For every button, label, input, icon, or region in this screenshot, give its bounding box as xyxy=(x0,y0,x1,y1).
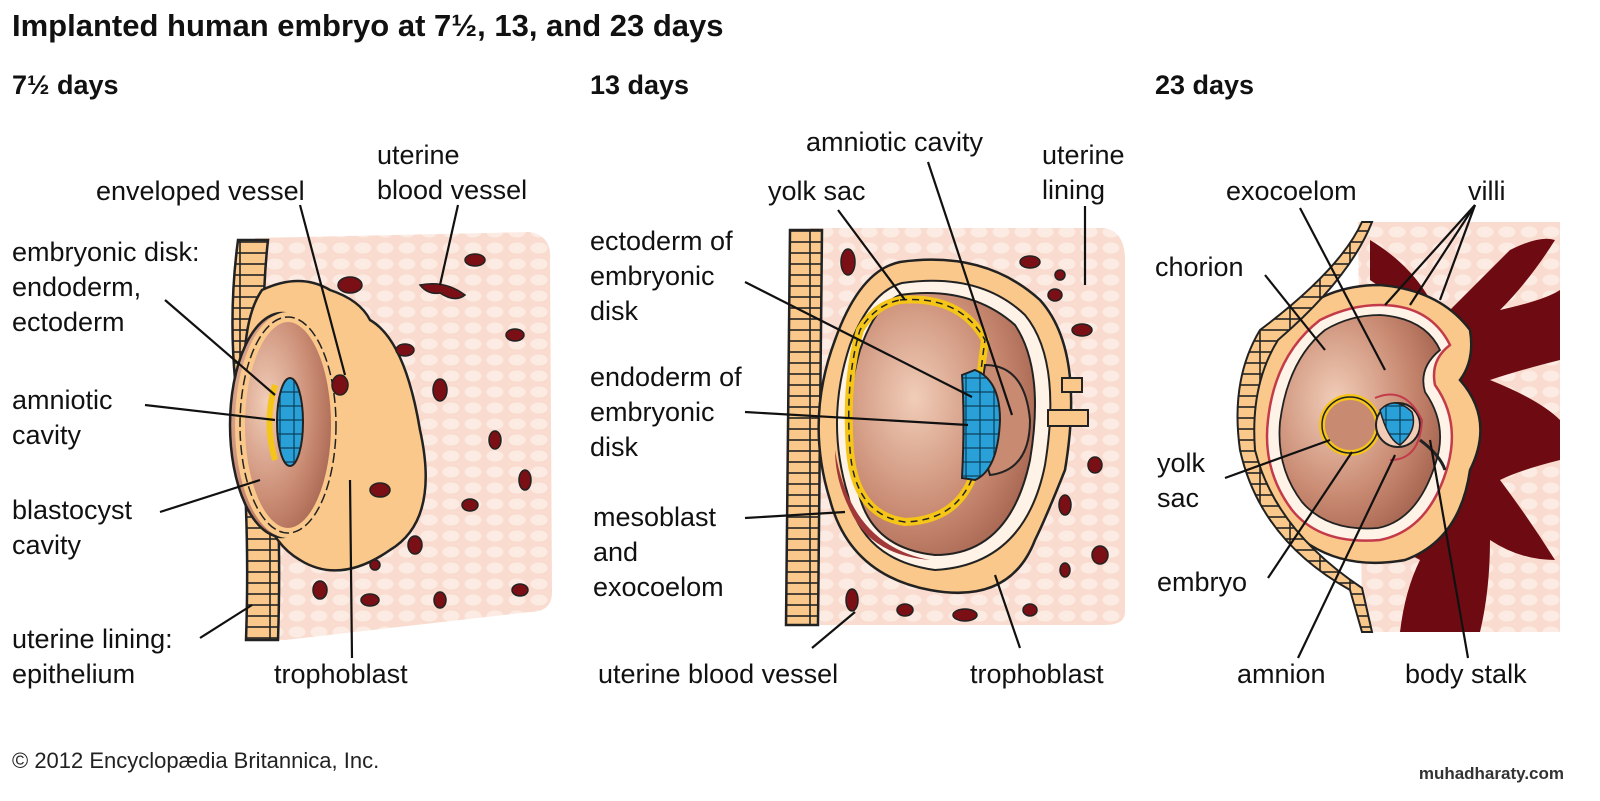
label-villi: villi xyxy=(1468,176,1506,206)
label-trophoblast: trophoblast xyxy=(274,659,408,689)
label-ectoderm-of-embryonic-disk: ectoderm of embryonic disk xyxy=(590,226,733,326)
label-uterine-lining-epithelium: uterine lining: epithelium xyxy=(12,624,173,689)
panel-heading-23-days: 23 days xyxy=(1155,70,1255,100)
panel-3-art xyxy=(1224,204,1560,659)
label-enveloped-vessel: enveloped vessel xyxy=(96,176,305,206)
uterine-blood-vessels xyxy=(840,248,1109,622)
label-yolk-sac: yolk sac xyxy=(1157,448,1206,513)
label-embryonic-disk: embryonic disk: endoderm, ectoderm xyxy=(12,237,200,337)
label-uterine-blood-vessel: uterine blood vessel xyxy=(598,659,839,689)
uterine-epithelium xyxy=(1236,221,1374,633)
panel-2-art xyxy=(744,161,1125,649)
label-embryo: embryo xyxy=(1157,567,1248,597)
uterine-blood-vessels xyxy=(312,253,532,609)
label-chorion: chorion xyxy=(1155,252,1244,282)
label-uterine-blood-vessel: uterine blood vessel xyxy=(377,140,528,205)
copyright-notice: © 2012 Encyclopædia Britannica, Inc. xyxy=(12,748,380,773)
label-body-stalk: body stalk xyxy=(1405,659,1527,689)
label-exocoelom: exocoelom xyxy=(1226,176,1357,206)
label-blastocyst-cavity: blastocyst cavity xyxy=(12,495,133,560)
diagram-title: Implanted human embryo at 7½, 13, and 23… xyxy=(12,8,724,43)
label-endoderm-of-embryonic-disk: endoderm of embryonic disk xyxy=(590,362,742,462)
panel-1-leaders xyxy=(144,204,460,659)
label-amniotic-cavity: amniotic cavity xyxy=(806,127,984,157)
label-uterine-lining: uterine lining xyxy=(1042,140,1125,205)
label-mesoblast-and-exocoelom: mesoblast and exocoelom xyxy=(593,502,724,602)
label-amnion: amnion xyxy=(1237,659,1326,689)
panel-heading-13-days: 13 days xyxy=(590,70,690,100)
body-stalk xyxy=(1419,438,1447,471)
panel-1-art xyxy=(144,204,552,659)
panel-3-leaders xyxy=(1224,204,1477,659)
embryonic-disk xyxy=(276,377,304,467)
label-trophoblast: trophoblast xyxy=(970,659,1104,689)
label-amniotic-cavity: amniotic cavity xyxy=(12,385,113,450)
panel-2-leaders xyxy=(744,161,1087,649)
label-yolk-sac: yolk sac xyxy=(768,176,866,206)
embryo xyxy=(1379,402,1415,446)
panel-heading-7-5-days: 7½ days xyxy=(12,70,119,100)
watermark: muhadharaty.com xyxy=(1418,764,1564,783)
uterine-epithelium xyxy=(784,228,824,627)
